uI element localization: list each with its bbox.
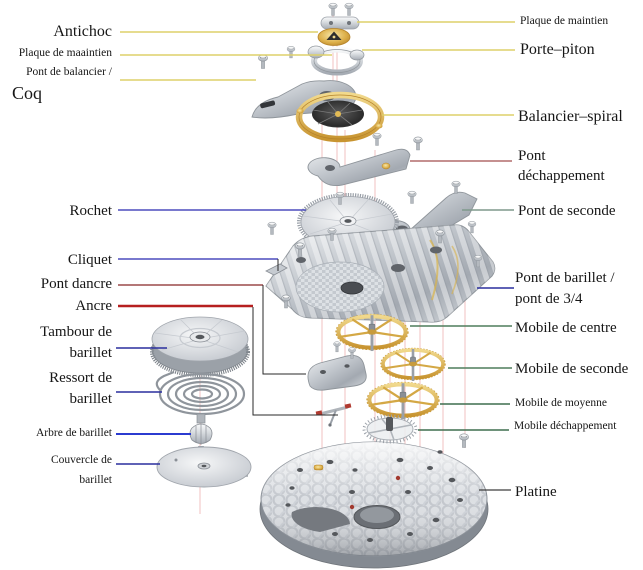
label-pont-de-balancier: Pont de balancier / [26,66,112,78]
label-pont-de-barillet: Pont de barillet / pont de 3/4 [515,270,615,307]
label-arbre-de-barillet: Arbre de barillet [36,427,112,439]
antichoc-part [317,28,351,46]
label-pont-dechappement: Pont déchappement [518,148,605,184]
label-pont-dancre: Pont dancre [40,276,112,292]
pont-de-barillet-part [265,221,496,323]
label-balancier-spiral: Balancier–spiral [518,108,623,125]
pont-dancre-part [307,341,367,391]
platine-part [240,433,489,569]
label-porte-piton: Porte–piton [520,41,595,58]
label-mobile-de-seconde: Mobile de seconde [515,361,629,377]
label-coq: Coq [12,83,43,103]
label-antichoc: Antichoc [53,23,112,40]
balancier-spiral-part [295,91,423,151]
mobile-de-seconde-part [379,347,447,383]
couvercle-de-barillet-part [156,446,252,488]
label-lines [116,21,515,491]
mobile-de-centre-part [337,315,408,351]
pont-dechappement-part [307,132,411,187]
label-ancre: Ancre [75,298,112,314]
label-mobile-dechappement: Mobile déchappement [514,420,617,432]
ancre-part [315,403,352,427]
label-plaque-de-maintien-right: Plaque de maintien [520,15,609,27]
label-plaque-de-maintien-left: Plaque de maaintien [18,47,112,59]
label-rochet: Rochet [69,203,113,219]
porte-piton-part [257,45,365,76]
label-couvercle-de-barillet: Couvercle de barillet [51,454,112,486]
label-tambour-de-barillet: Tambour de barillet [40,324,112,361]
label-mobile-de-moyenne: Mobile de moyenne [515,397,607,409]
label-platine: Platine [515,484,557,500]
mobile-dechappement-part [362,414,418,444]
label-cliquet: Cliquet [67,252,112,268]
cliquet-part [265,263,288,276]
label-ressort-de-barillet: Ressort de barillet [49,370,112,407]
mobile-de-moyenne-part [368,383,439,419]
label-pont-de-seconde: Pont de seconde [518,203,616,219]
tambour-de-barillet-part [150,316,250,377]
plaque-de-maintien-part [320,16,360,30]
label-mobile-de-centre: Mobile de centre [515,320,617,336]
